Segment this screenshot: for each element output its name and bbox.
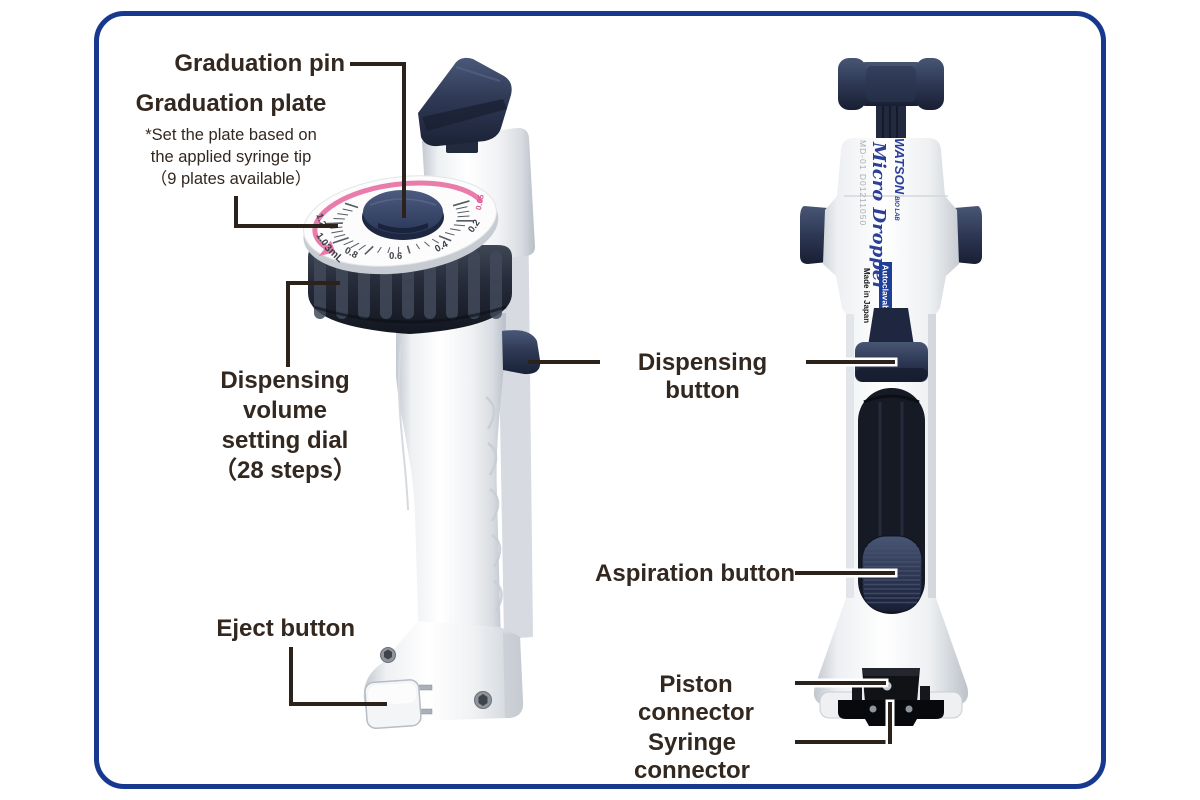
autoclavable-badge: Autoclavable	[879, 262, 892, 318]
graduation-plate-line-v	[234, 196, 238, 228]
aspiration-line	[795, 571, 895, 575]
plate-pink-arrow	[318, 240, 336, 257]
graduation-plate-note: （9 plates available）	[150, 170, 312, 188]
svg-text:MD-01 D01211050: MD-01 D01211050	[858, 140, 868, 226]
dial-min-label: 0.05	[474, 193, 486, 211]
piston-notch-right	[920, 686, 930, 700]
svg-text:Made in Japan: Made in Japan	[862, 268, 871, 323]
volume-dial-line2: setting dial	[221, 427, 349, 454]
graduation-pin-line-v	[402, 62, 406, 218]
top-knob-waist	[866, 66, 916, 102]
syringe-connector-label: Syringe connector	[633, 729, 750, 784]
volume-dial-line1: Dispensing volume	[220, 367, 350, 424]
eject-line-v	[289, 647, 293, 706]
graduation-pin-line-h	[350, 62, 406, 66]
graduation-pin-slot	[378, 223, 428, 233]
piston-connector-label: Piston connector	[637, 671, 754, 726]
aspiration-button-label: Aspiration button	[595, 560, 795, 587]
pipette-front-view: 1.2 1.0 0.8 0.6 0.4 0.2 3mL 0.05	[303, 57, 541, 730]
dispensing-stem	[868, 308, 914, 346]
top-lever-highlight	[455, 66, 501, 82]
top-lever-facet	[422, 99, 507, 131]
piston-connector-bevel	[862, 668, 920, 676]
aspiration-button-ribs	[864, 543, 920, 604]
graduation-pin-label: Graduation pin	[174, 50, 345, 77]
graduation-plate-note: *Set the plate based on	[145, 126, 317, 144]
base-foot-side	[503, 633, 524, 718]
eject-button-label: Eject button	[216, 615, 355, 642]
dispensing-button-shade	[855, 368, 928, 382]
syringe-line-v	[888, 702, 892, 744]
plunger-stem-ridges	[882, 102, 898, 142]
product-logo: Micro Dropper	[868, 141, 889, 292]
slider-track-topshadow	[863, 394, 920, 404]
dispensing-line-right	[806, 360, 895, 364]
serial-text: MD-01 D01211050	[858, 140, 868, 226]
screw-top	[380, 647, 396, 663]
plate-pink-arc	[312, 180, 483, 251]
side-tab-left	[800, 206, 828, 264]
syringe-pin-right	[905, 705, 913, 713]
volume-dial-line-h	[286, 281, 340, 285]
graduation-plate-note: the applied syringe tip	[150, 148, 312, 166]
screw-bottom	[474, 691, 492, 709]
graduation-plate-label: Graduation plate *Set the plate based on…	[116, 90, 346, 190]
syringe-line-h	[795, 740, 892, 744]
dispensing-line-left	[528, 360, 600, 364]
eject-line-h	[289, 702, 387, 706]
dial-value: 0.6	[389, 251, 402, 262]
eject-button-face	[368, 682, 417, 706]
column-shade-right	[928, 314, 936, 598]
side-tab-right	[954, 206, 982, 264]
top-knob-cap-right	[916, 58, 944, 110]
pipette-back-view: MD-01 D01211050 Micro Dropper WATSONBIO …	[800, 58, 982, 726]
graduation-plate-line-h	[234, 224, 338, 228]
origin-text: Made in Japan	[862, 268, 871, 323]
grip-scallops	[485, 395, 503, 612]
volume-dial-line-v	[286, 281, 290, 367]
brand-logo: WATSONBIO LAB	[892, 138, 907, 221]
syringe-pin-left	[869, 705, 877, 713]
dispensing-button-label: Dispensing button	[637, 349, 768, 404]
handle-grip	[396, 313, 506, 647]
volume-dial-label: Dispensing volume setting dial （28 steps…	[175, 366, 395, 486]
svg-text:WATSONBIO LAB: WATSONBIO LAB	[892, 138, 907, 221]
dial-ring-bottom-shade	[313, 305, 507, 324]
piston-line	[795, 681, 886, 685]
side-dispensing-button	[502, 330, 541, 375]
column-shade-left	[846, 314, 854, 598]
svg-text:Micro Dropper: Micro Dropper	[868, 141, 889, 292]
dial-ticks	[325, 200, 474, 255]
handle-ridge	[397, 344, 409, 511]
svg-text:Autoclavable: Autoclavable	[881, 265, 891, 318]
volume-dial-line3: （28 steps）	[212, 457, 358, 484]
piston-pin-center	[885, 684, 889, 688]
piston-notch-left	[852, 686, 862, 700]
top-knob-cap-left	[838, 58, 866, 110]
blue-rounded-frame	[94, 11, 1106, 789]
graduation-plate-title: Graduation plate	[135, 90, 327, 117]
